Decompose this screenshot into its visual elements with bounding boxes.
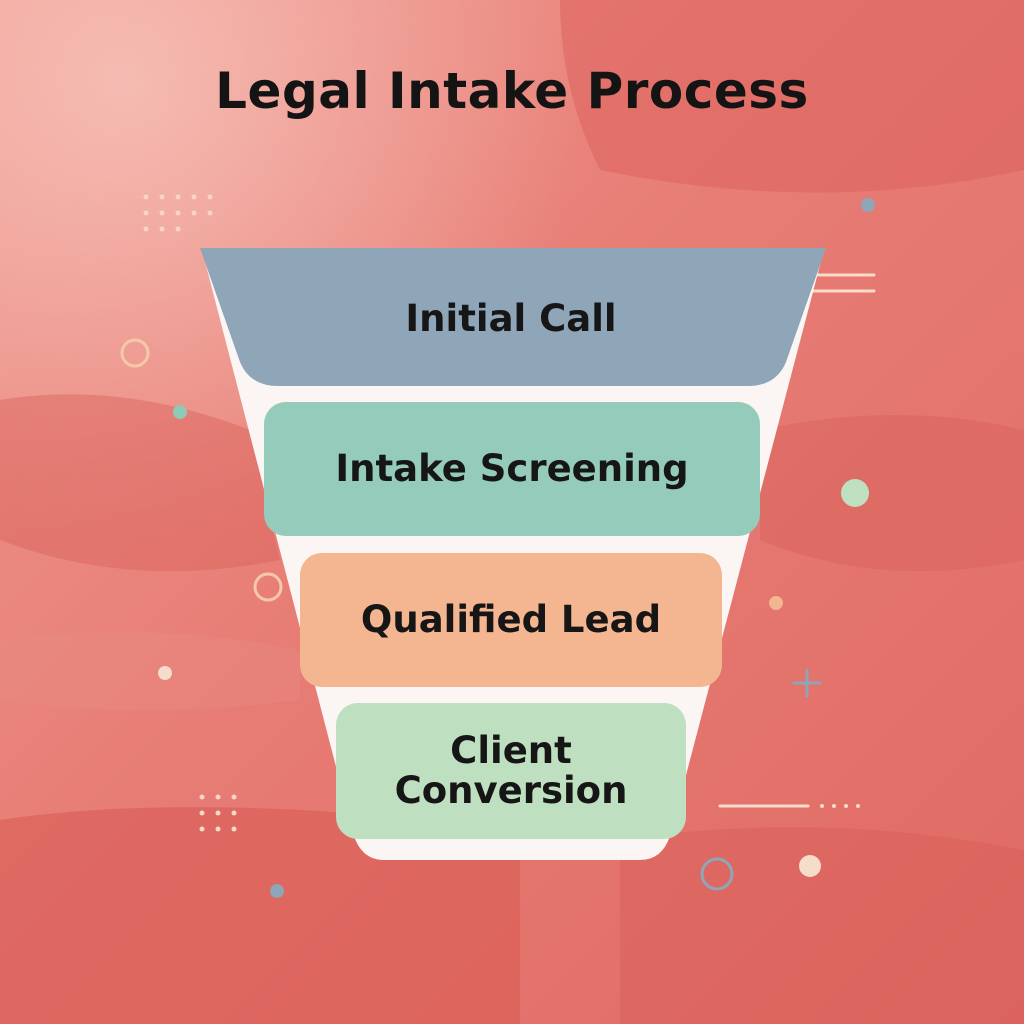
dot-grid-decoration (199, 794, 237, 832)
dot-decoration (769, 596, 783, 610)
brush-stroke (0, 632, 300, 710)
brush-stroke (560, 0, 1024, 193)
line-decoration (718, 273, 876, 808)
stage-1-shape (200, 248, 826, 386)
funnel-stage-qualified-lead: Qualified Lead (300, 553, 722, 687)
stage-label: Intake Screening (335, 447, 689, 490)
dot-decoration (799, 855, 821, 877)
stage-label: Client Conversion (394, 729, 628, 812)
ring-decoration (120, 338, 150, 368)
dot-decoration (841, 479, 869, 507)
brush-stroke (0, 807, 520, 1024)
brush-stroke (760, 415, 1024, 572)
dotted-line-decoration (820, 804, 860, 808)
dot-decoration (158, 666, 172, 680)
funnel-stage-initial-call: Initial Call (196, 248, 826, 386)
dot-decoration (270, 884, 284, 898)
stage-label: Initial Call (405, 297, 617, 340)
funnel-stage-client-conversion: Client Conversion (336, 703, 686, 839)
page-title: Legal Intake Process (215, 62, 809, 120)
dot-decoration (861, 198, 875, 212)
funnel-stage-intake-screening: Intake Screening (264, 402, 760, 536)
brush-stroke (620, 827, 1024, 1024)
ring-decoration (253, 572, 283, 602)
dot-decoration (173, 405, 187, 419)
stage-label: Qualified Lead (360, 598, 662, 641)
ring-decoration (700, 857, 734, 891)
dot-grid-decoration (143, 194, 213, 232)
brush-stroke (0, 394, 280, 572)
plus-decoration (792, 668, 822, 698)
